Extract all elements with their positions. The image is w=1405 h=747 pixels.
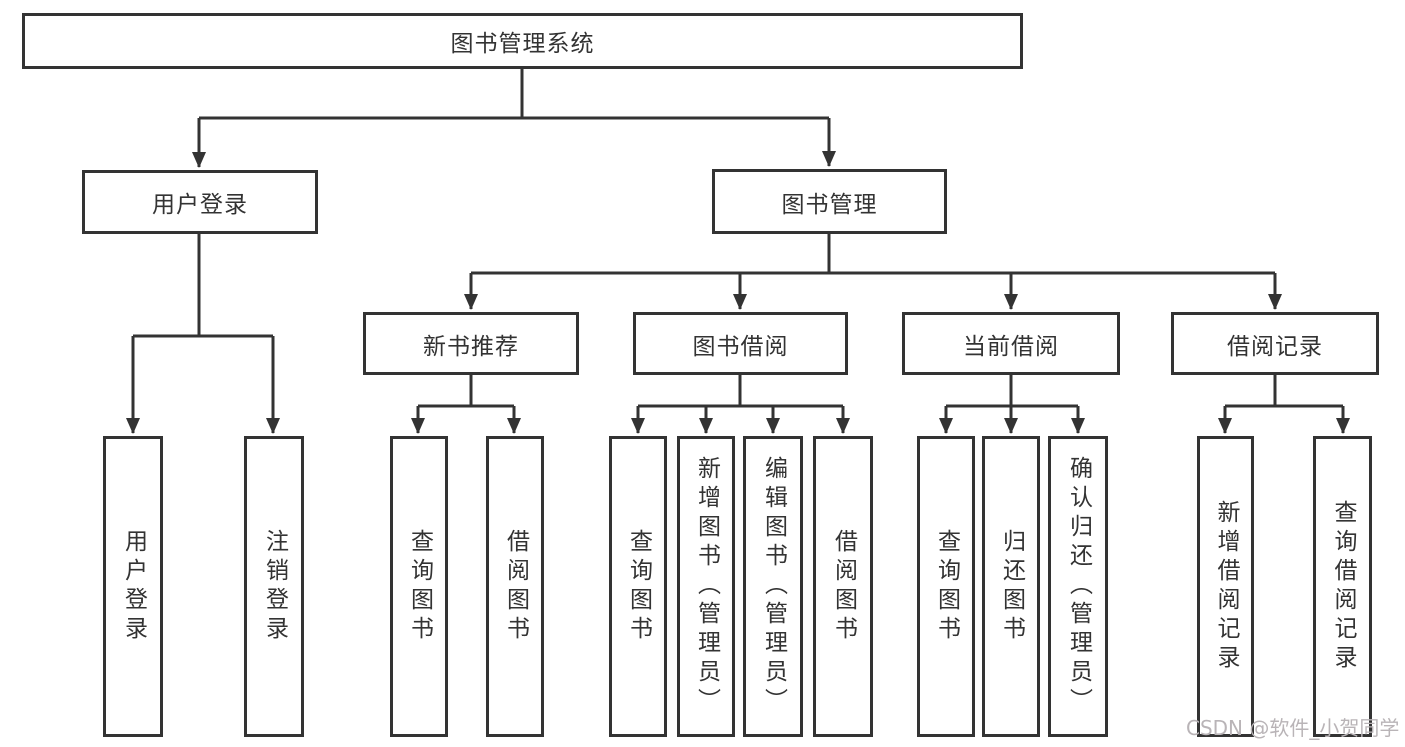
node-book-borrow: 图书借阅 xyxy=(633,312,848,375)
leaf-query-book-current: 查询图书 xyxy=(917,436,975,737)
leaf-label: 借阅图书 xyxy=(502,528,529,645)
node-user-login: 用户登录 xyxy=(82,170,318,234)
leaf-confirm-return-admin: 确认归还（管理员） xyxy=(1048,436,1108,737)
leaf-borrow-book: 借阅图书 xyxy=(813,436,873,737)
node-label: 新书推荐 xyxy=(423,333,519,360)
node-label: 借阅记录 xyxy=(1227,333,1323,360)
node-new-book-recommend: 新书推荐 xyxy=(363,312,579,375)
leaf-label: 归还图书 xyxy=(998,528,1025,645)
leaf-label: 查询借阅记录 xyxy=(1330,499,1356,674)
leaf-label: 新增借阅记录 xyxy=(1213,499,1239,674)
leaf-label: 确认归还（管理员） xyxy=(1065,456,1092,717)
leaf-label: 注销登录 xyxy=(261,528,288,645)
leaf-logout: 注销登录 xyxy=(244,436,304,737)
leaf-borrow-book-recommend: 借阅图书 xyxy=(486,436,544,737)
node-current-borrow: 当前借阅 xyxy=(902,312,1120,375)
leaf-label: 用户登录 xyxy=(120,528,147,645)
node-borrow-record: 借阅记录 xyxy=(1171,312,1379,375)
leaf-add-book-admin: 新增图书（管理员） xyxy=(677,436,735,737)
leaf-add-borrow-record: 新增借阅记录 xyxy=(1197,436,1254,737)
leaf-edit-book-admin: 编辑图书（管理员） xyxy=(743,436,803,737)
leaf-label: 查询图书 xyxy=(933,528,960,645)
leaf-label: 查询图书 xyxy=(625,528,652,645)
node-label: 图书管理 xyxy=(781,191,878,218)
node-label: 图书管理系统 xyxy=(450,31,595,57)
leaf-label: 新增图书（管理员） xyxy=(693,456,720,717)
leaf-label: 编辑图书（管理员） xyxy=(760,456,787,717)
node-library-management-system: 图书管理系统 xyxy=(22,13,1023,69)
node-label: 用户登录 xyxy=(152,192,248,218)
leaf-user-login: 用户登录 xyxy=(103,436,163,737)
node-label: 当前借阅 xyxy=(963,333,1059,360)
leaf-query-book-borrow: 查询图书 xyxy=(609,436,667,737)
leaf-label: 借阅图书 xyxy=(830,528,857,645)
leaf-label: 查询图书 xyxy=(406,528,433,645)
leaf-return-book: 归还图书 xyxy=(982,436,1040,737)
node-book-management: 图书管理 xyxy=(712,169,947,234)
leaf-query-book-recommend: 查询图书 xyxy=(390,436,448,737)
node-label: 图书借阅 xyxy=(692,333,789,360)
leaf-query-borrow-record: 查询借阅记录 xyxy=(1313,436,1372,737)
